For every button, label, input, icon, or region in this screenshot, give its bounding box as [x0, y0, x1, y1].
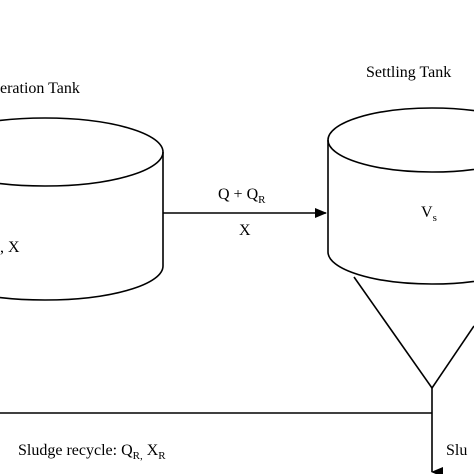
settling-tank-bottom-arc — [327, 251, 474, 285]
flow-rate-label: Q + QR — [218, 186, 266, 206]
settling-tank-top-ellipse — [327, 107, 474, 173]
aeration-tank-top-ellipse — [0, 117, 164, 187]
recycle-q-sub: R, — [133, 450, 143, 462]
waste-sludge-label: Slu — [446, 442, 467, 459]
aeration-tank-title: eration Tank — [0, 80, 80, 97]
settling-tank-volume-sub: s — [433, 212, 437, 224]
settling-tank — [327, 107, 474, 389]
recycle-x: X — [143, 442, 159, 459]
settling-tank-cone-right — [431, 325, 474, 389]
settling-tank-title: Settling Tank — [366, 64, 451, 81]
settling-tank-volume-label: Vs — [421, 204, 437, 224]
aeration-tank-inner-label: , X — [0, 239, 20, 256]
recycle-prefix: Sludge recycle: Q — [18, 442, 133, 459]
sludge-recycle-label: Sludge recycle: QR, XR — [18, 442, 166, 462]
settling-tank-volume-main: V — [421, 204, 433, 221]
flow-concentration-label: X — [239, 222, 251, 239]
aeration-tank — [0, 117, 164, 301]
settling-tank-cone-left — [353, 276, 433, 389]
aeration-tank-bottom-arc — [0, 265, 164, 301]
flow-rate-sub: R — [258, 194, 266, 206]
flow-rate-main: Q + Q — [218, 186, 259, 203]
recycle-x-sub: R — [158, 450, 166, 462]
